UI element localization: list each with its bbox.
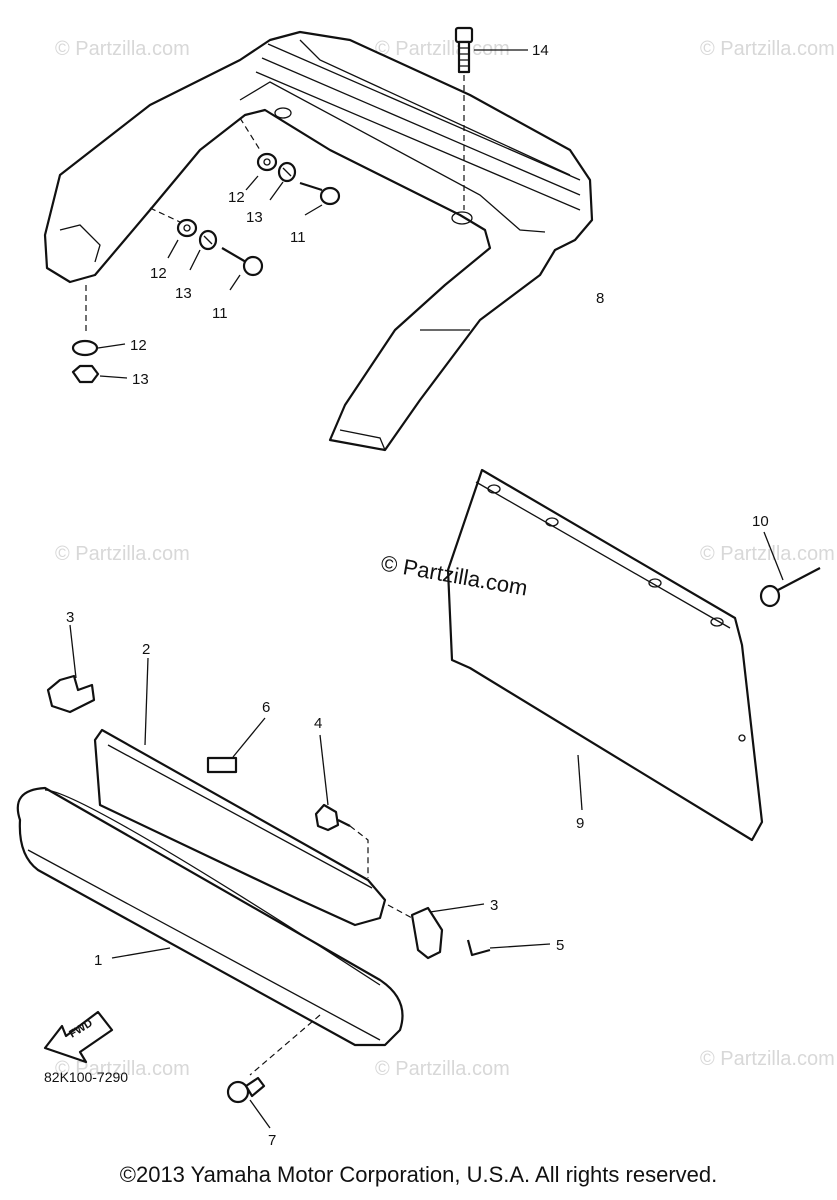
callout-2: 2 [142, 641, 150, 658]
callout-12: 12 [130, 337, 147, 354]
watermark-faint: © Partzilla.com [55, 543, 190, 565]
callout-4: 4 [314, 715, 322, 732]
callout-11: 11 [212, 305, 228, 322]
callout-14: 14 [532, 42, 549, 59]
watermark-group: © Partzilla.com © Partzilla.com © Partzi… [55, 38, 835, 1080]
callout-3: 3 [66, 609, 74, 626]
callout-8: 8 [596, 290, 604, 307]
callout-13: 13 [132, 371, 149, 388]
mudflap-part-9 [446, 468, 764, 842]
callout-3: 3 [490, 897, 498, 914]
watermark-faint: © Partzilla.com [55, 1058, 190, 1080]
watermark-faint: © Partzilla.com [700, 543, 835, 565]
callout-5: 5 [556, 937, 564, 954]
label-part-6 [206, 717, 266, 774]
watermark-faint: © Partzilla.com [700, 38, 835, 60]
watermark-faint: © Partzilla.com [55, 38, 190, 60]
watermark-faint: © Partzilla.com [700, 1048, 835, 1070]
callout-group: 14 8 12 13 11 12 13 11 12 13 10 3 2 6 4 … [66, 42, 769, 1149]
hardware-group-11-13 [71, 117, 341, 384]
watermark-faint: © Partzilla.com [375, 1058, 510, 1080]
diagram-code: 82K100-7290 [44, 1069, 128, 1085]
callout-12: 12 [150, 265, 167, 282]
callout-11: 11 [290, 229, 306, 246]
callout-13: 13 [246, 209, 263, 226]
copyright-notice: ©2013 Yamaha Motor Corporation, U.S.A. A… [119, 1162, 718, 1187]
callout-13: 13 [175, 285, 192, 302]
callout-1: 1 [94, 952, 102, 969]
bolt-part-7 [226, 1076, 271, 1129]
plate-part-2 [93, 657, 387, 927]
bumper-part-1 [16, 786, 404, 1076]
callout-10: 10 [752, 513, 769, 530]
pin-part-5 [466, 939, 551, 957]
clip-part-3-top [46, 624, 96, 714]
fwd-arrow-icon: FWD [43, 1010, 114, 1064]
callout-7: 7 [268, 1132, 276, 1149]
callout-6: 6 [262, 699, 270, 716]
bracket-part-3-bottom [387, 903, 485, 960]
watermark-faint: © Partzilla.com [375, 38, 510, 60]
carrier-part-8 [43, 30, 594, 452]
rivet-part-10 [759, 531, 821, 608]
bolt-part-14 [454, 26, 528, 210]
callout-12: 12 [228, 189, 245, 206]
callout-9: 9 [576, 815, 584, 832]
clip-part-4 [314, 734, 369, 878]
